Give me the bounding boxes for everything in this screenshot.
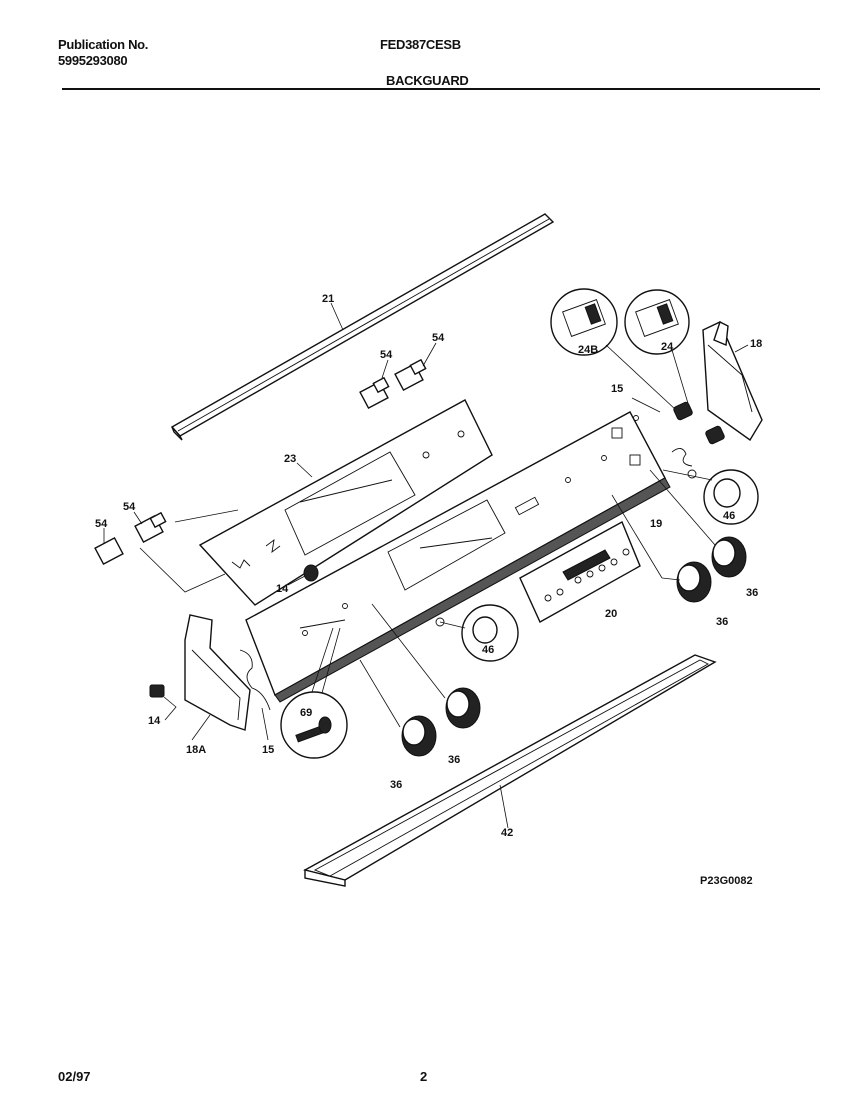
right-end-bracket [702, 321, 763, 442]
rear-panel [198, 399, 493, 606]
callout-label: 14 [276, 583, 289, 595]
model-number: FED387CESB [380, 37, 461, 52]
figure-id: P23G0082 [700, 875, 753, 887]
clock-module [519, 521, 641, 623]
callout-label: 54 [95, 518, 108, 530]
footer-date: 02/97 [58, 1069, 91, 1084]
knob-36-right-upper [711, 536, 747, 578]
callout-label: 36 [746, 587, 758, 599]
section-title: BACKGUARD [386, 73, 469, 88]
clip-upper-right [394, 358, 427, 392]
clip-upper-left [359, 376, 390, 410]
part-14-left [149, 684, 165, 698]
clip-lower-left [94, 536, 124, 566]
callout-labels: 21 54 54 23 54 54 14 24B 24 18 15 46 19 … [95, 293, 762, 887]
knob-36-right-lower [676, 561, 712, 603]
publication-label: Publication No. [58, 37, 149, 52]
callout-label: 24B [578, 344, 598, 356]
part-14-center [303, 564, 319, 582]
knob-46-right-detail [703, 469, 759, 525]
knob-36-left-lower [401, 715, 437, 757]
control-panel [245, 411, 671, 703]
switch-24b-detail [550, 288, 618, 356]
callout-label: 18A [186, 744, 206, 756]
callout-label: 18 [750, 338, 762, 350]
callout-label: 24 [661, 341, 674, 353]
callout-label: 54 [123, 501, 136, 513]
page-number: 2 [420, 1069, 428, 1084]
callout-label: 69 [300, 707, 312, 719]
callout-label: 46 [723, 510, 735, 522]
callout-label: 36 [716, 616, 728, 628]
callout-label: 21 [322, 293, 334, 305]
publication-number: 5995293080 [58, 53, 128, 68]
clip-lower-right [134, 511, 167, 544]
header-rule [62, 88, 820, 90]
knob-36-left-upper [445, 687, 481, 729]
callout-label: 42 [501, 827, 513, 839]
callout-label: 19 [650, 518, 662, 530]
left-end-bracket [184, 614, 251, 731]
switch-24-part [705, 425, 725, 445]
callout-label: 46 [482, 644, 494, 656]
callout-label: 54 [432, 332, 445, 344]
callout-label: 15 [611, 383, 623, 395]
bottom-trim-strip [303, 654, 717, 887]
callout-label: 20 [605, 608, 617, 620]
callout-label: 54 [380, 349, 393, 361]
screw-69-detail [280, 691, 348, 759]
callout-label: 14 [148, 715, 161, 727]
knob-46-left-detail [461, 604, 519, 662]
switch-24-detail [624, 289, 690, 355]
top-trim-strip [170, 213, 555, 441]
callout-label: 15 [262, 744, 274, 756]
callout-label: 36 [390, 779, 402, 791]
callout-label: 23 [284, 453, 296, 465]
callout-label: 36 [448, 754, 460, 766]
switch-24b-part [673, 401, 693, 421]
